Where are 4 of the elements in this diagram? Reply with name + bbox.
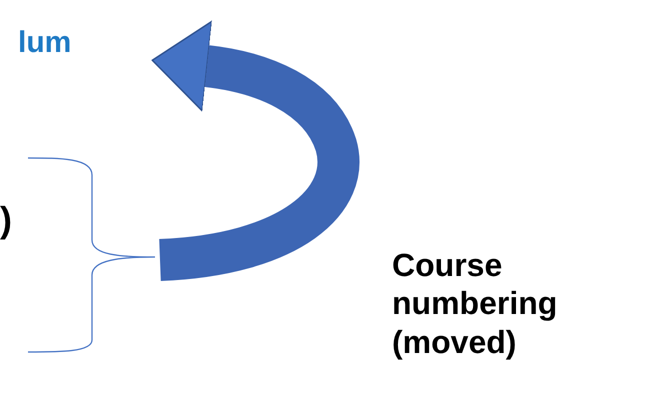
curved-arrow	[152, 20, 360, 281]
heading-text: )	[0, 200, 12, 240]
note-text: Course numbering (moved)	[392, 246, 558, 362]
heading-text: lum	[18, 26, 72, 59]
